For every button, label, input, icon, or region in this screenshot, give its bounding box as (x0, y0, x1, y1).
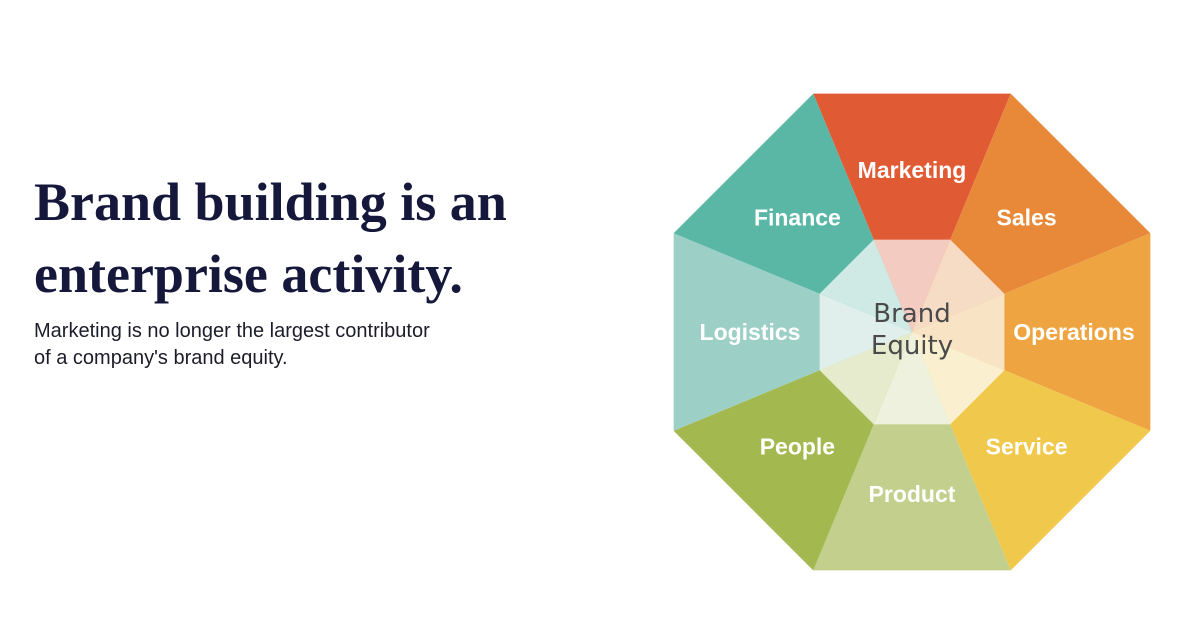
center-label-line-2: Equity (871, 331, 953, 361)
subtext: Marketing is no longer the largest contr… (34, 318, 554, 372)
segment-marketing (813, 93, 1011, 332)
inner-segment-logistics (819, 293, 912, 371)
inner-segments (819, 239, 1005, 425)
inner-segment-service (912, 332, 1005, 425)
segment-label-sales: Sales (997, 204, 1057, 230)
headline-line-1: Brand building is an (34, 172, 507, 232)
headline: Brand building is an enterprise activity… (34, 166, 654, 310)
inner-segment-product (873, 332, 951, 425)
segment-label-finance: Finance (754, 204, 841, 230)
segment-label-people: People (760, 434, 835, 460)
segment-label-operations: Operations (1013, 319, 1134, 345)
segment-product (813, 332, 1011, 571)
subtext-line-2: of a company's brand equity. (34, 347, 288, 369)
segment-operations (912, 233, 1151, 431)
segment-label-logistics: Logistics (700, 319, 801, 345)
segment-logistics (673, 233, 912, 431)
center-label-line-1: Brand (873, 299, 950, 329)
headline-line-2: enterprise activity. (34, 244, 463, 304)
segment-label-product: Product (869, 481, 956, 507)
inner-segment-people (819, 332, 912, 425)
inner-segment-sales (912, 239, 1005, 332)
segment-label-service: Service (986, 434, 1068, 460)
segment-label-marketing: Marketing (858, 157, 967, 183)
subtext-line-1: Marketing is no longer the largest contr… (34, 320, 430, 342)
inner-segment-marketing (873, 239, 951, 332)
inner-segment-finance (819, 239, 912, 332)
inner-segment-operations (912, 293, 1005, 371)
